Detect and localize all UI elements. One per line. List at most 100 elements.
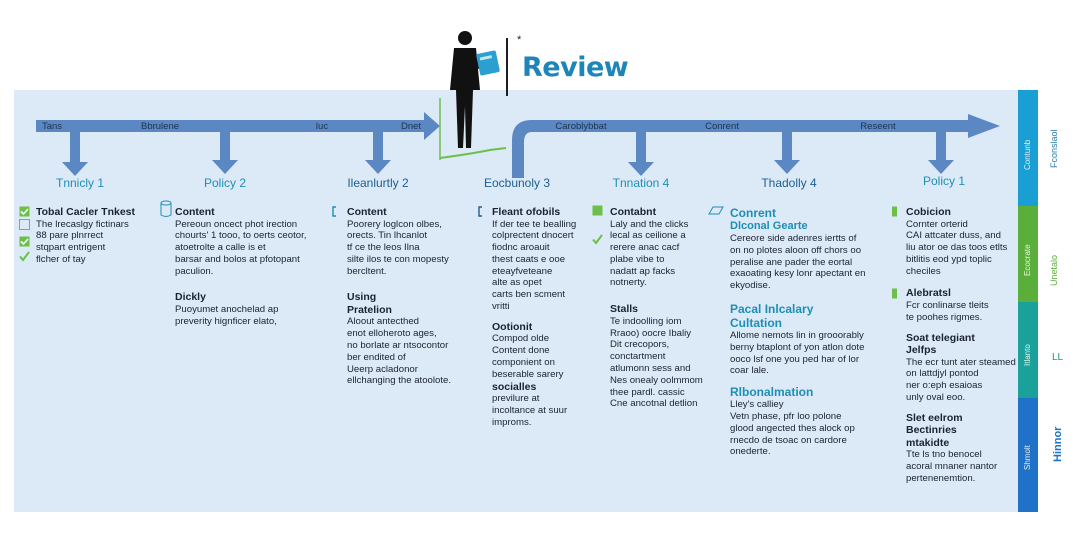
column-title-1: Tnnicly 1 (55, 176, 105, 190)
col6-line: Lley's calliey (730, 399, 784, 411)
check-icon (19, 251, 30, 262)
col6-line: Cereore side adenres iertts of (730, 233, 857, 244)
sidebar-label-1: Contunb (1023, 139, 1032, 170)
checkbox-icon (19, 219, 30, 230)
col6-heading: Conrent (730, 206, 776, 220)
col2-line: chourts' 1 tooo, to oerts ceotor, (175, 230, 307, 242)
right-bar-marker: LL (1052, 352, 1064, 363)
col5-line: atlumonn sess and (610, 362, 691, 374)
column-2-block: Content Pereoun oncect phot irection cho… (175, 206, 306, 328)
right-label-1: Fconslaol (1049, 129, 1059, 168)
green-accent-line (439, 147, 507, 159)
col7-line: bitlitis eod ypd toplic (906, 253, 992, 265)
col4-line: alte as opet (492, 277, 542, 289)
col5-line: Cne ancotnal detlion (610, 398, 698, 410)
col2-subheading: Dickly (175, 291, 206, 304)
col7-subheading: Soat telegiant (906, 331, 975, 344)
sidebar-segment-4 (1018, 398, 1038, 512)
sidebar-segment-1 (1018, 90, 1038, 206)
col7-line: te poohes rigmes. (906, 311, 983, 323)
right-label-2: Unetalo (1049, 254, 1059, 286)
col4-line: incoltance at suur (492, 404, 568, 416)
col6-subheading: Cultation (730, 315, 782, 330)
col6-line: ooco lsf one you ped har of lor (730, 353, 860, 365)
col5-line: Nes onealy oolmmom (610, 374, 703, 386)
col6-line: ekyodise. (730, 280, 771, 292)
col4-line: colprectent dnocert (492, 230, 574, 242)
col5-line: lecal as ceilione a (610, 230, 686, 242)
green-bar-icon (892, 288, 897, 299)
col4-line: thest caats e ooe (492, 253, 566, 265)
col3-line: Poorery loglcon olbes, (347, 218, 442, 230)
col3-line: tf ce the leos Ilna (347, 242, 420, 254)
col3-subheading: Using (347, 291, 377, 304)
col5-line: rerere anac cacf (610, 242, 680, 254)
column-title-4: Eocbunoly 3 (483, 176, 551, 190)
col7-line: acoral mnaner nantor (906, 461, 998, 473)
col3-line: enot elloheroto ages, (347, 328, 437, 340)
col5-heading: Contabnt (610, 206, 657, 218)
flow-label-1: Tans (41, 121, 63, 132)
col4-heading: Fleant ofobils (492, 206, 561, 218)
green-square-icon (592, 205, 603, 216)
col4-line: fiodnc aroauit (492, 242, 550, 254)
flow-label-4: Dnet (400, 121, 422, 132)
col3-subheading: Pratelion (347, 303, 392, 316)
green-bar-icon (892, 206, 897, 217)
column-title-7: Policy 1 (922, 174, 966, 188)
title-asterisk: * (517, 34, 522, 46)
col5-line: Te indoolling iom (610, 315, 682, 327)
col1-heading: Tobal Cacler Tnkest (36, 206, 136, 218)
checkbox-checked-icon (19, 236, 30, 247)
col6-subheading: Pacal Inlcalary (730, 301, 814, 316)
col3-line: silte ilos te con mopesty (347, 253, 449, 265)
down-arrow-4 (628, 132, 654, 176)
column-title-6: Thadolly 4 (761, 176, 817, 190)
col7-line: unly oval eoo. (906, 391, 966, 403)
col2-line: barsar and bolos at pfotopant (175, 253, 300, 265)
col7-subheading: Jelfps (906, 344, 937, 357)
column-title-3: Ileanlurtly 2 (347, 176, 409, 190)
col7-line: Fcr conlinarse tleits (906, 299, 989, 311)
flow-label-5: Caroblybbat (555, 121, 607, 132)
sidebar-label-4: Shmolt (1023, 445, 1032, 470)
bracket-icon (332, 206, 336, 217)
col4-subheading: socialles (492, 380, 537, 393)
checkbox-checked-icon (19, 206, 30, 217)
col2-heading: Content (175, 206, 215, 218)
column-6-block: Conrent Dlconal Gearte Cereore side aden… (730, 206, 865, 458)
document-icon (708, 206, 724, 215)
col6-heading-sub: Dlconal Gearte (730, 220, 808, 232)
col4-line: Content done (492, 345, 550, 357)
person-silhouette-icon (450, 31, 500, 148)
col6-line: Allome nemots lin in grooorably (730, 329, 864, 341)
column-7-block: Cobicion Cornter orterid CAI attcater du… (906, 206, 1016, 485)
col3-line: ellchanging the atoolote. (347, 375, 452, 387)
col4-line: componient on (492, 356, 555, 368)
column-4-block: Fleant ofobils If der tee te bealling co… (492, 206, 576, 428)
down-arrow-2 (212, 132, 238, 174)
col1-line: 88 pare plnrrect (36, 230, 104, 242)
col3-line: bercltent. (347, 265, 387, 277)
col5-line: Dit crecopors, (610, 339, 670, 351)
col4-line: improms. (492, 416, 532, 428)
col7-line: liu ator oe das toos etlts (906, 242, 1008, 254)
col7-heading: Cobicion (906, 206, 951, 218)
col6-subheading: Rlbonalmation (730, 385, 814, 400)
check-icon (592, 234, 603, 245)
sidebar-segment-3 (1018, 302, 1038, 398)
col7-line: CAI attcater duss, and (906, 230, 1001, 242)
col5-subheading: Stalls (610, 303, 639, 316)
col7-line: pertenenemtion. (906, 472, 976, 484)
col3-heading: Content (347, 206, 387, 218)
left-flow-bar (36, 112, 440, 140)
col1-line: stqpart entrigent (36, 242, 106, 254)
column-title-5: Tnnation 4 (612, 176, 670, 190)
col4-subheading: Ootionit (492, 320, 533, 333)
col3-line: Aloout antecthed (347, 316, 420, 328)
col7-subheading: mtakidte (906, 436, 950, 449)
col4-line: eteayfveteane (492, 265, 553, 277)
col4-line: carts ben scment (492, 289, 566, 301)
sidebar-label-3: Itlanto (1023, 344, 1032, 366)
